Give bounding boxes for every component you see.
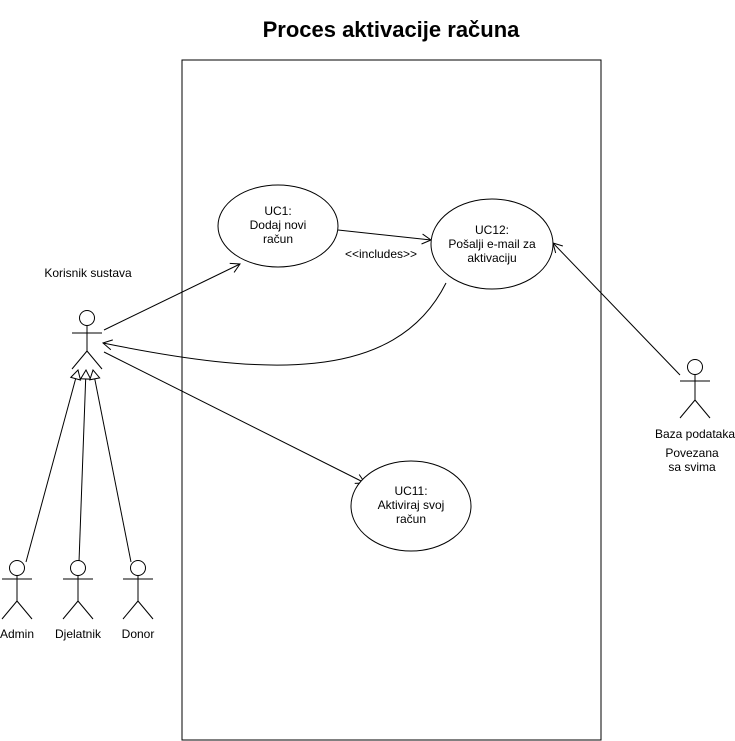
diagram-title: Proces aktivacije računa (263, 17, 521, 42)
generalization-admin (25, 369, 82, 563)
uc12-line2: Pošalji e-mail za (448, 237, 536, 251)
use-case-uc11[interactable]: UC11: Aktiviraj svoj račun (350, 460, 472, 552)
system-boundary (181, 59, 602, 741)
assoc-korisnik-uc1 (103, 262, 241, 331)
assoc-korisnik-uc11 (103, 351, 366, 484)
include-uc1-uc12 (337, 229, 433, 245)
uc12-line1: UC12: (475, 223, 509, 237)
generalization-djelatnik (78, 368, 92, 563)
uc1-line3: račun (263, 232, 293, 246)
uc11-line2: Aktiviraj svoj (378, 498, 445, 512)
actor-baza-podataka[interactable] (679, 359, 711, 419)
actor-djelatnik-label: Djelatnik (55, 627, 102, 641)
actor-admin[interactable] (1, 560, 33, 620)
actor-donor[interactable] (122, 560, 154, 620)
uc1-line2: Dodaj novi (250, 218, 307, 232)
actor-baza-label: Baza podataka (655, 427, 735, 441)
uc11-line1: UC11: (394, 484, 427, 498)
uc1-line1: UC1: (264, 204, 291, 218)
actor-baza-note-line2: sa svima (668, 460, 716, 474)
use-case-uc12[interactable]: UC12: Pošalji e-mail za aktivaciju (430, 198, 554, 290)
actor-admin-label: Admin (0, 627, 34, 641)
assoc-uc12-korisnik (101, 282, 447, 366)
assoc-baza-uc12 (552, 242, 681, 376)
actor-baza-note-line1: Povezana (665, 446, 719, 460)
use-case-uc1[interactable]: UC1: Dodaj novi račun (217, 184, 339, 268)
actor-korisnik-sustava[interactable] (71, 310, 103, 370)
uc11-line3: račun (396, 512, 426, 526)
generalization-donor (89, 368, 132, 563)
includes-label: <<includes>> (345, 247, 417, 261)
actor-korisnik-label: Korisnik sustava (44, 266, 132, 280)
actor-djelatnik[interactable] (62, 560, 94, 620)
actor-donor-label: Donor (122, 627, 155, 641)
uc12-line3: aktivaciju (467, 251, 516, 265)
